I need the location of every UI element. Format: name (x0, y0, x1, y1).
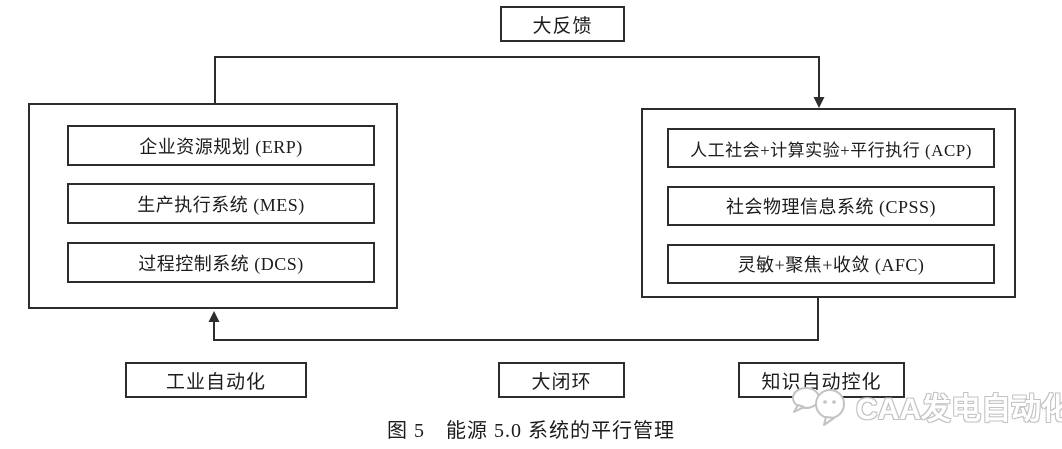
figure-caption: 图 5 能源 5.0 系统的平行管理 (387, 420, 675, 442)
big-feedback-label: 大反馈 (532, 15, 593, 37)
cpss-box: 社会物理信息系统 (CPSS) (667, 186, 995, 226)
acp-box: 人工社会+计算实验+平行执行 (ACP) (667, 128, 995, 168)
afc-label: 灵敏+聚焦+收敛 (AFC) (737, 255, 925, 275)
industrial-automation-box: 工业自动化 (125, 362, 307, 398)
watermark: CAA发电自动化 (790, 382, 1062, 430)
industrial-automation-label: 工业自动化 (165, 371, 266, 393)
erp-label: 企业资源规划 (ERP) (139, 136, 303, 157)
mes-label: 生产执行系统 (MES) (137, 194, 305, 215)
erp-box: 企业资源规划 (ERP) (67, 125, 375, 166)
dcs-box: 过程控制系统 (DCS) (67, 242, 375, 283)
knowledge-automation-box: 知识自动控化 (738, 362, 905, 398)
afc-box: 灵敏+聚焦+收敛 (AFC) (667, 244, 995, 284)
arrowhead-down-icon (813, 97, 825, 108)
big-closed-loop-label: 大闭环 (531, 371, 592, 393)
knowledge-automation-label: 知识自动控化 (761, 371, 882, 393)
acp-label: 人工社会+计算实验+平行执行 (ACP) (690, 140, 972, 160)
big-feedback-box: 大反馈 (500, 6, 625, 42)
left-system-group-box: 企业资源规划 (ERP) 生产执行系统 (MES) 过程控制系统 (DCS) (28, 103, 398, 309)
dcs-label: 过程控制系统 (DCS) (138, 253, 304, 274)
cpss-label: 社会物理信息系统 (CPSS) (725, 197, 937, 217)
big-closed-loop-box: 大闭环 (498, 362, 625, 398)
watermark-text: CAA发电自动化 (856, 393, 1062, 426)
mes-box: 生产执行系统 (MES) (67, 183, 375, 224)
top-feedback-line (214, 56, 820, 103)
right-system-group-box: 人工社会+计算实验+平行执行 (ACP) 社会物理信息系统 (CPSS) 灵敏+… (641, 108, 1016, 298)
arrowhead-up-icon (208, 311, 220, 322)
chat-bubbles-icon (792, 387, 845, 426)
